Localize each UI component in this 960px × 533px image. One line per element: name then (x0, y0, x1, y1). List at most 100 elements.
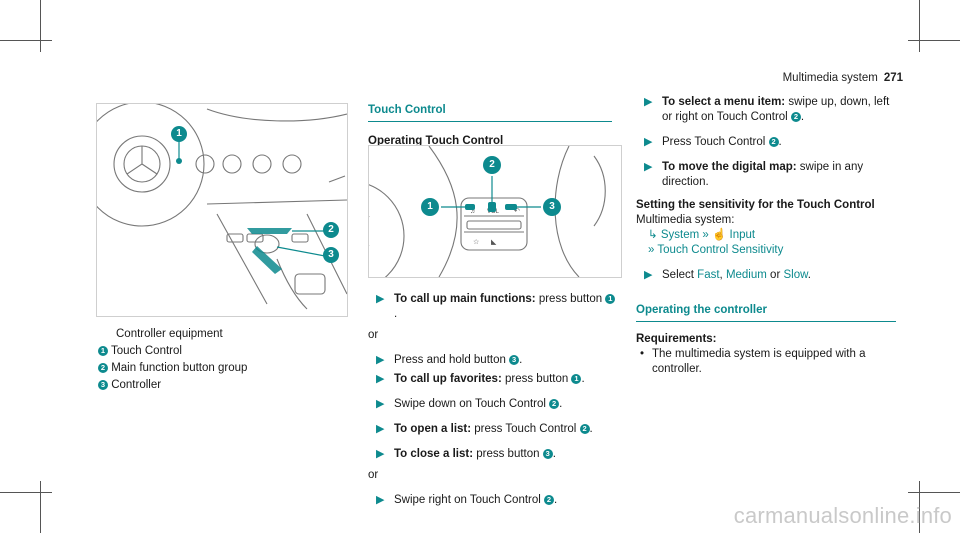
mute-label: ◣ (491, 239, 497, 246)
crop-mark (919, 0, 920, 52)
step-text: swipe in any direction. (662, 161, 864, 188)
step-num: 2 (549, 399, 560, 409)
step-bold: To close a list: (394, 448, 474, 460)
step-text: Swipe right on Touch Control (394, 494, 545, 506)
instruction-step: ▶Select Fast, Medium or Slow. (644, 269, 811, 281)
path-arrow-icon: ↳ (648, 229, 658, 241)
step-num: 2 (579, 424, 590, 434)
chevron-icon: » (648, 244, 655, 256)
legend-title: Controller equipment (116, 328, 223, 340)
step-num: 2 (768, 137, 779, 147)
legend-num: 1 (98, 346, 108, 356)
step-end: . (554, 494, 558, 506)
instruction-step: ▶ To open a list: press Touch Control 2. (368, 422, 618, 437)
touch-control-figure: ♬ VOL ↶ ☆ ◣ 1 2 3 (368, 145, 622, 278)
page-number: 271 (883, 72, 903, 84)
arrow-icon: ▶ (376, 494, 385, 506)
path-system: System (660, 229, 700, 241)
step-text: press button (473, 448, 543, 460)
step-num: 2 (790, 112, 801, 122)
or-label: or (368, 469, 379, 481)
option-fast: Fast (697, 269, 720, 281)
requirements-heading: Requirements: (636, 333, 717, 345)
touch-control-steps: ▶To call up main functions: press button… (368, 282, 618, 508)
arrow-icon: ▶ (644, 269, 653, 281)
or-label: or (368, 329, 379, 341)
menu-path-line: » Touch Control Sensitivity (636, 243, 896, 258)
legend-item: 3 Controller (98, 378, 348, 393)
step-text: press Touch Control (471, 423, 580, 435)
back-label: ↶ (514, 208, 520, 215)
section-title: Multimedia system (782, 72, 878, 84)
callout-1: 1 (171, 126, 187, 142)
arrow-icon: ▶ (376, 354, 385, 366)
crop-mark (908, 492, 960, 493)
legend-item: 2 Main function button group (98, 361, 348, 376)
step-text: press button (501, 373, 572, 385)
instruction-step: ▶ Press and hold button 3. (368, 353, 618, 368)
step-text: Press and hold button (394, 354, 510, 366)
arrow-icon: ▶ (376, 293, 385, 305)
instruction-step: ▶ To close a list: press button 3. (368, 447, 618, 462)
arrow-icon: ▶ (644, 96, 653, 108)
callout-2: 2 (483, 156, 501, 174)
bullet-icon: • (640, 348, 645, 360)
crop-mark (0, 40, 52, 41)
or-word: or (770, 269, 781, 281)
star-label: ☆ (473, 238, 479, 246)
sensitivity-heading: Setting the sensitivity for the Touch Co… (636, 199, 875, 211)
legend-text: Main function button group (111, 362, 248, 374)
step-end: . (552, 448, 556, 460)
path-sensitivity: Touch Control Sensitivity (657, 244, 784, 256)
arrow-icon: ▶ (376, 448, 385, 460)
step-text: Swipe down on Touch Control (394, 398, 550, 410)
step-bold: To move the digital map: (662, 161, 797, 173)
path-input: Input (729, 229, 756, 241)
step-num: 1 (571, 374, 582, 384)
touch-icon: ☝ (712, 229, 727, 241)
arrow-icon: ▶ (376, 398, 385, 410)
step-end: . (559, 398, 563, 410)
figure-legend: Controller equipment 1 Touch Control 2 M… (98, 325, 348, 395)
callout-3: 3 (323, 247, 339, 263)
arrow-icon: ▶ (644, 161, 653, 173)
step-text: swipe up, down, left or right on Touch C… (662, 96, 890, 123)
arrow-icon: ▶ (376, 373, 385, 385)
step-bold: To select a menu item: (662, 96, 786, 108)
instruction-step: ▶ To move the digital map: swipe in any d… (636, 160, 896, 190)
touch-control-section: Touch Control Operating Touch Control (368, 103, 612, 149)
step-end: . (519, 354, 523, 366)
subheading: Operating Touch Control (368, 135, 504, 147)
step-num: 3 (542, 449, 553, 459)
instruction-step: ▶Swipe right on Touch Control 2. (368, 493, 618, 508)
page-header: Multimedia system 271 (783, 72, 903, 84)
step-end: . (581, 373, 585, 385)
step-text: Press Touch Control (662, 136, 769, 148)
watermark: carmanualsonline.info (733, 503, 952, 528)
menu-path-line: ↳ System » ☝ Input (636, 228, 896, 243)
callout-1: 1 (421, 198, 439, 216)
cockpit-illustration (97, 104, 347, 310)
step-end: . (394, 308, 398, 320)
step-bold: To open a list: (394, 423, 472, 435)
crop-mark (919, 481, 920, 533)
callout-2: 2 (323, 222, 339, 238)
instruction-step: ▶To call up main functions: press button… (368, 292, 618, 322)
step-bold: To call up favorites: (394, 373, 502, 385)
step-text: press button (535, 293, 606, 305)
instruction-step: ▶ To call up favorites: press button 1. (368, 372, 618, 387)
legend-item: 1 Touch Control (98, 344, 348, 359)
callout-3: 3 (543, 198, 561, 216)
step-num: 3 (509, 355, 520, 365)
crop-mark (40, 481, 41, 533)
chevron-icon: » (702, 229, 709, 241)
instruction-step: ▶ To select a menu item: swipe up, down, … (644, 96, 890, 123)
arrow-icon: ▶ (376, 423, 385, 435)
voice-label: ♬ (470, 208, 477, 215)
menu-path-intro: Multimedia system: (636, 214, 735, 226)
crop-mark (40, 0, 41, 52)
controller-figure: 1 2 3 (96, 103, 348, 317)
step-text: Select (662, 269, 698, 281)
step-end: . (589, 423, 593, 435)
legend-num: 3 (98, 380, 108, 390)
